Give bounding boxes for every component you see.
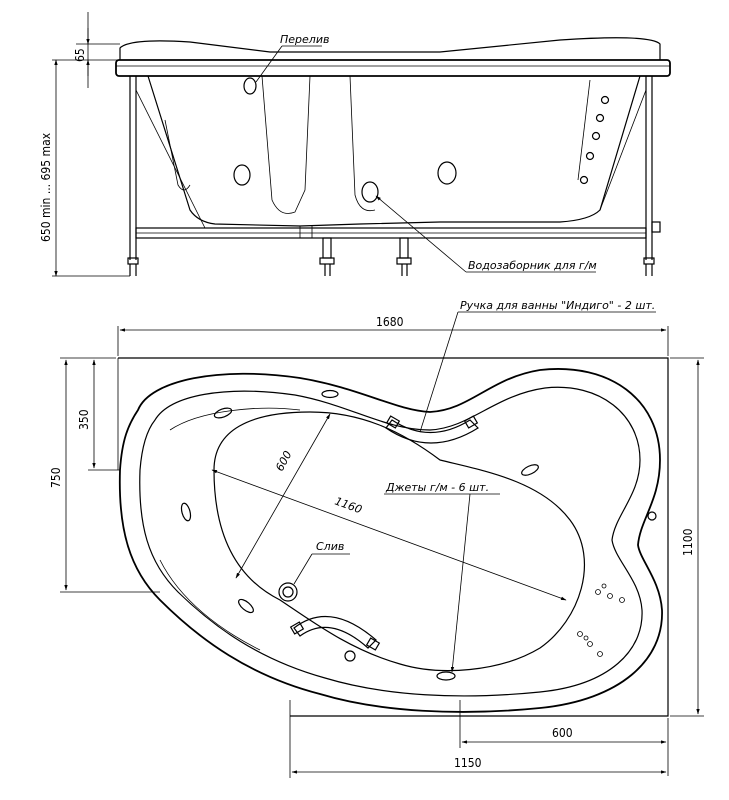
bowl-length-label: 1160 bbox=[333, 495, 364, 517]
overflow-label: Перелив bbox=[280, 33, 329, 46]
side-view: 650 min ... 695 max 65 Перелив Водозабор… bbox=[39, 12, 671, 277]
water-intake-label: Водозаборник для г/м bbox=[468, 259, 597, 272]
bottom-offset-label: 600 bbox=[552, 726, 573, 740]
height-range-label: 650 min ... 695 max bbox=[39, 132, 53, 242]
drain-label: Слив bbox=[316, 540, 344, 553]
bottom-length-label: 1150 bbox=[454, 756, 482, 770]
jets-label: Джеты г/м - 6 шт. bbox=[385, 481, 489, 494]
bowl-width-label: 600 bbox=[273, 449, 294, 474]
top-view: 1160 600 1680 1100 750 350 600 1150 bbox=[49, 299, 704, 778]
rim-height-label: 65 bbox=[73, 48, 87, 62]
overall-width-label: 1100 bbox=[681, 528, 695, 556]
left-offset-label: 350 bbox=[77, 409, 91, 430]
left-depth-label: 750 bbox=[49, 467, 63, 488]
handle-label: Ручка для ванны "Индиго" - 2 шт. bbox=[460, 299, 655, 312]
overall-length-label: 1680 bbox=[376, 315, 404, 329]
